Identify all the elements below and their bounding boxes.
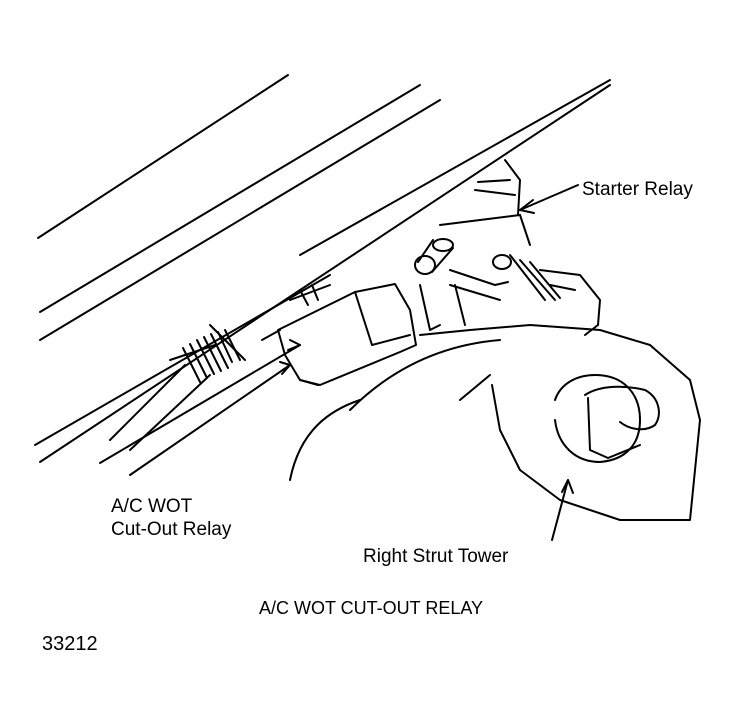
terminal-studs (414, 238, 561, 301)
starter-relay-bracket (419, 159, 601, 336)
arrowhead-starter-relay (519, 199, 535, 214)
right-strut-tower-label: Right Strut Tower (363, 546, 509, 567)
hose-with-clamp (109, 324, 246, 451)
arrowhead-ac-wot-upper (287, 339, 301, 351)
arrow-ac-wot-lower (129, 364, 291, 476)
arrow-ac-wot-upper (99, 344, 301, 464)
figure-number: 33212 (42, 633, 98, 655)
leader-arrows (99, 184, 579, 541)
right-strut-tower (289, 324, 701, 521)
ac-wot-label-line1: A/C WOT (111, 496, 193, 517)
ac-wot-cutout-relay-label: A/C WOT Cut-Out Relay (111, 495, 231, 541)
fender-panel-lines (34, 74, 611, 463)
arrow-starter-relay (519, 184, 579, 211)
arrow-strut-tower (551, 479, 569, 541)
ac-wot-relay-body (261, 283, 417, 386)
arrowhead-ac-wot-lower (279, 361, 291, 375)
starter-relay-label: Starter Relay (582, 179, 693, 200)
figure-caption: A/C WOT CUT-OUT RELAY (259, 598, 484, 618)
ac-wot-label-line2: Cut-Out Relay (111, 519, 232, 540)
arrowhead-strut-tower (561, 479, 574, 494)
